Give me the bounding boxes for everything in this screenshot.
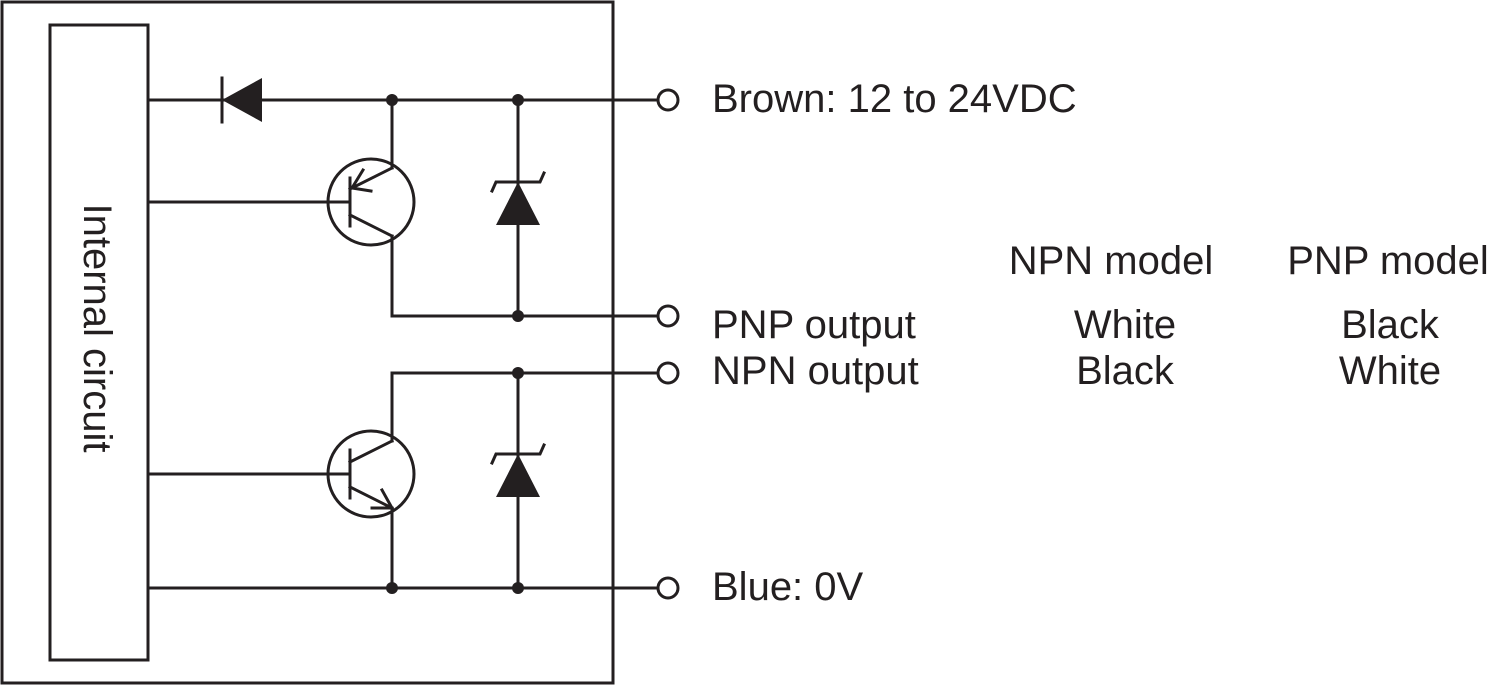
pnp-output-label: PNP output [712,303,916,347]
npn-transistor-icon [146,371,660,590]
pnp-transistor-icon [146,98,660,318]
blue-terminal [656,576,680,600]
upper-zener-diode-icon [490,98,546,322]
reverse-protection-diode-icon [222,78,262,122]
internal-circuit-label: Internal circuit [75,204,119,453]
blue-terminal-label: Blue: 0V [712,565,864,609]
npn-output-terminal [656,361,680,385]
brown-terminal [656,88,680,112]
table-cell-pnp-output-pnp-model: Black [1341,303,1440,347]
wiring-color-table: NPN model PNP model White Black Black Wh… [1009,239,1489,393]
lower-zener-diode-icon [490,367,546,590]
sensor-housing [0,0,615,685]
internal-circuit-block [48,23,150,662]
table-header-npn-model: NPN model [1009,239,1214,283]
pnp-output-terminal [656,304,680,328]
table-cell-npn-output-npn-model: Black [1076,349,1175,393]
npn-output-label: NPN output [712,349,919,393]
brown-terminal-label: Brown: 12 to 24VDC [712,77,1077,121]
table-cell-npn-output-pnp-model: White [1339,349,1441,393]
supply-line [146,76,660,124]
table-header-pnp-model: PNP model [1287,239,1489,283]
ground-line [146,582,660,594]
table-cell-pnp-output-npn-model: White [1074,303,1176,347]
